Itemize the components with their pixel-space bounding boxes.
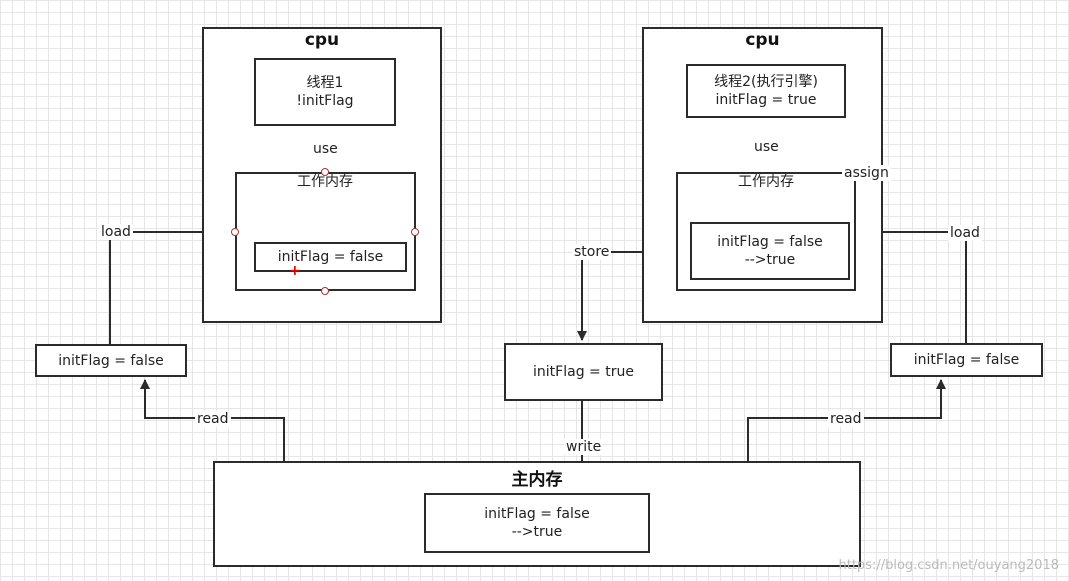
handle-bottom[interactable] bbox=[321, 287, 329, 295]
cpu1-working-memory-title: 工作内存 bbox=[297, 174, 353, 190]
cpu2-assign-label: assign bbox=[842, 165, 891, 181]
cpu2-thread-name: 线程2(执行引擎) bbox=[714, 74, 818, 90]
cpu1-thread-name: 线程1 bbox=[306, 75, 344, 91]
right-read-label: read bbox=[828, 411, 864, 427]
main-memory-title: 主内存 bbox=[511, 470, 563, 490]
store-label: store bbox=[572, 244, 612, 260]
cpu2-working-memory-value[interactable]: initFlag = false -->true bbox=[690, 222, 850, 280]
right-load-label: load bbox=[948, 225, 982, 241]
cpu1-use-label: use bbox=[311, 141, 340, 157]
cpu2-title: cpu bbox=[745, 30, 780, 50]
cpu2-use-label: use bbox=[752, 139, 781, 155]
cpu2-thread-box[interactable]: 线程2(执行引擎) initFlag = true bbox=[686, 64, 846, 118]
cpu1-value-text: initFlag = false bbox=[277, 249, 384, 265]
center-copy-text: initFlag = true bbox=[533, 364, 634, 380]
cpu2-working-memory-title: 工作内存 bbox=[738, 174, 794, 190]
cpu2-thread-assignment: initFlag = true bbox=[715, 92, 817, 108]
cpu1-working-memory-value[interactable]: initFlag = false bbox=[254, 242, 407, 272]
write-label: write bbox=[564, 439, 604, 455]
main-memory-value[interactable]: initFlag = false -->true bbox=[424, 493, 650, 553]
cpu2-working-memory[interactable] bbox=[676, 172, 856, 291]
left-copy-box[interactable]: initFlag = false bbox=[35, 344, 187, 377]
cursor-plus-icon: + bbox=[289, 263, 301, 279]
cpu1-title: cpu bbox=[304, 30, 340, 50]
right-copy-text: initFlag = false bbox=[913, 352, 1020, 368]
cpu2-value-line2: -->true bbox=[744, 252, 796, 268]
handle-right[interactable] bbox=[411, 228, 419, 236]
left-read-label: read bbox=[195, 411, 231, 427]
watermark: https://blog.csdn.net/ouyang2018 bbox=[838, 558, 1060, 573]
cpu1-thread-box[interactable]: 线程1 !initFlag bbox=[254, 58, 396, 126]
main-value-line2: -->true bbox=[511, 524, 563, 540]
cpu2-value-line1: initFlag = false bbox=[717, 234, 823, 250]
main-value-line1: initFlag = false bbox=[484, 506, 590, 522]
right-copy-box[interactable]: initFlag = false bbox=[890, 343, 1043, 377]
handle-top[interactable] bbox=[321, 168, 329, 176]
handle-left[interactable] bbox=[231, 228, 239, 236]
cpu1-thread-condition: !initFlag bbox=[296, 93, 354, 109]
left-copy-text: initFlag = false bbox=[58, 352, 164, 369]
center-copy-box[interactable]: initFlag = true bbox=[504, 343, 663, 401]
left-load-label: load bbox=[99, 224, 133, 240]
